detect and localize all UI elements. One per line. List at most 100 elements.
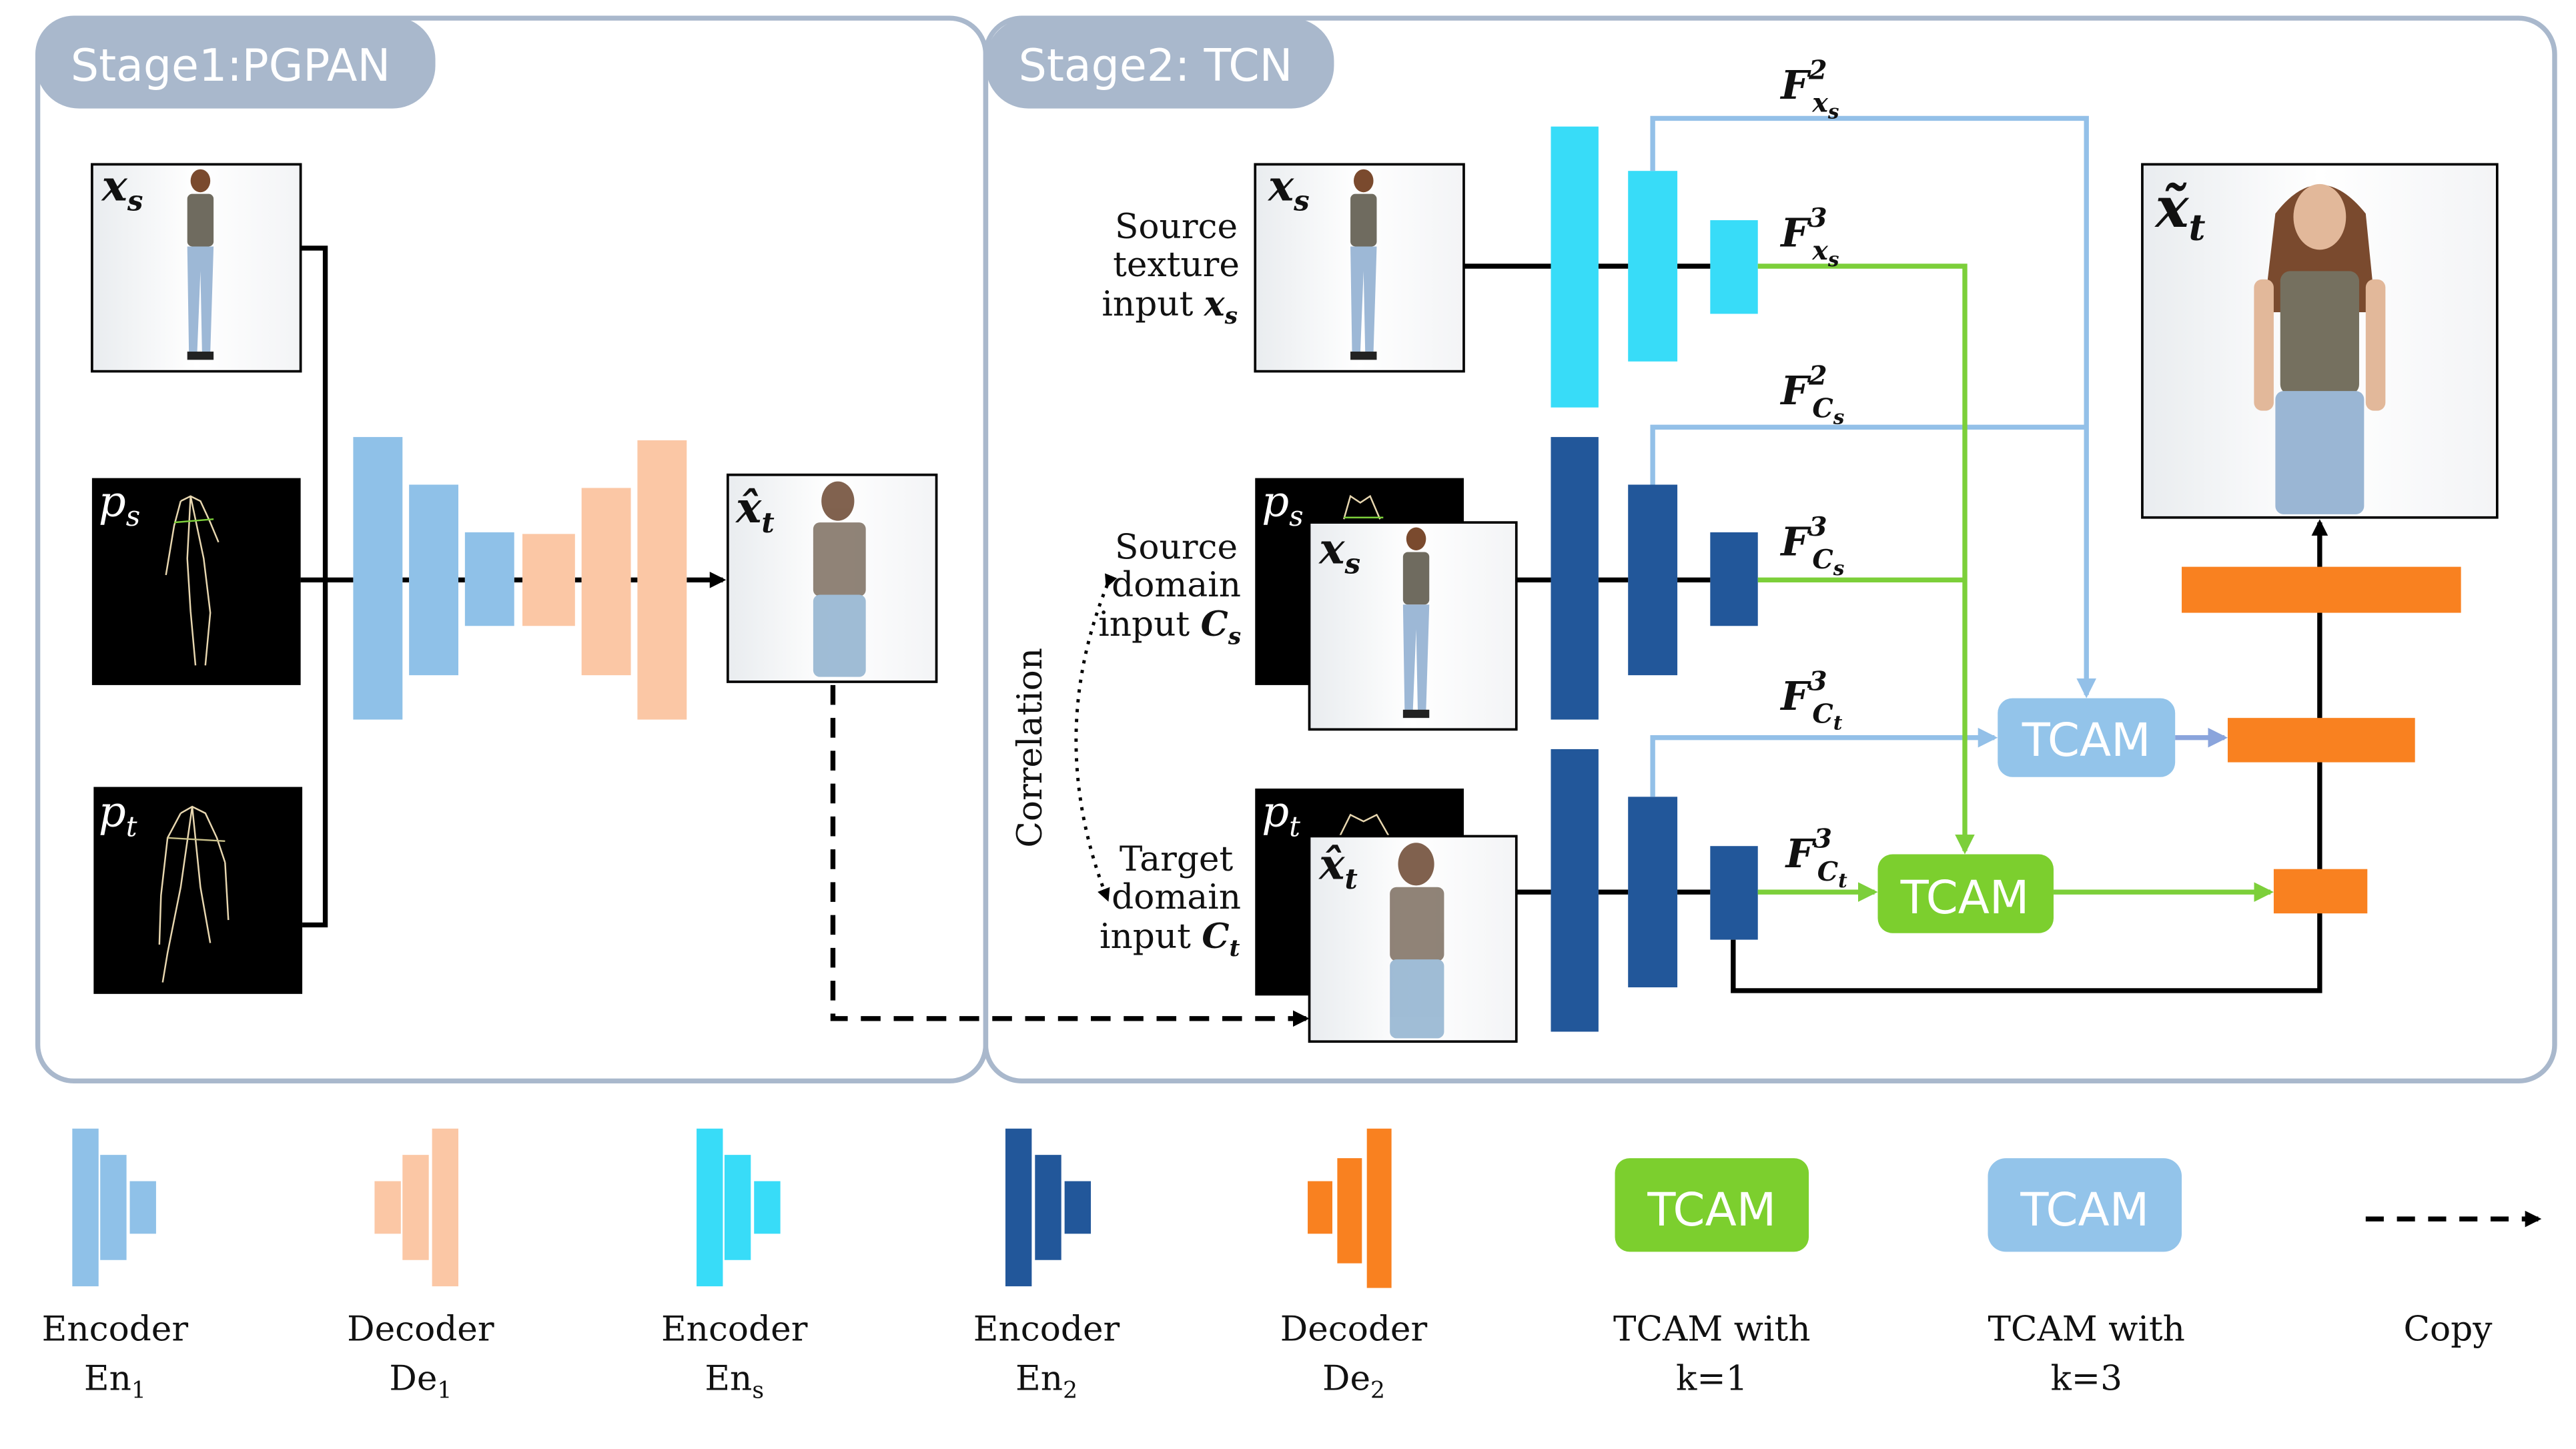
encoder-en1-icon — [72, 1128, 156, 1287]
svg-text:Encoder: Encoder — [42, 1309, 189, 1349]
legend-item-copy: Copy — [2365, 1210, 2542, 1349]
svg-text:xs: xs — [1267, 161, 1310, 217]
pose-skeleton-icon — [1343, 494, 1384, 520]
svg-text:Source: Source — [1115, 207, 1238, 247]
stage1-ps-label: ps — [99, 477, 140, 532]
svg-text:Target: Target — [1120, 839, 1234, 879]
person-figure-icon — [2254, 183, 2386, 514]
person-figure-icon — [1402, 527, 1430, 718]
svg-text:k=1: k=1 — [1676, 1358, 1748, 1398]
svg-text:input Ct: input Ct — [1100, 916, 1240, 962]
source-texture-image: xs — [1254, 161, 1465, 373]
encoder-en2-target — [1551, 749, 1758, 1032]
svg-text:input xs: input xs — [1102, 284, 1238, 330]
tcam-k1-icon — [1615, 1158, 1809, 1252]
legend-item-ens: Encoder Ens — [661, 1128, 808, 1404]
encoder-ens-layer — [1551, 126, 1599, 408]
legend: Encoder En1 Decoder De1 Encoder Ens Enco… — [42, 1128, 2542, 1404]
encoder-en2-icon — [1005, 1128, 1092, 1287]
svg-text:En1: En1 — [84, 1358, 146, 1404]
stage1-xs-label: xs — [101, 161, 143, 217]
legend-item-tcam-k3: TCAM TCAM with k=3 — [1988, 1158, 2185, 1398]
legend-item-de1: Decoder De1 — [347, 1128, 494, 1404]
svg-text:ps: ps — [1262, 477, 1303, 532]
encoder-en2-layer — [1628, 484, 1678, 676]
stage2-output-image: x̃t — [2141, 163, 2499, 519]
feature-lines-blue — [1650, 115, 2096, 797]
stage1-source-pose: ps — [91, 477, 301, 685]
legend-item-en2: Encoder En2 — [973, 1128, 1120, 1404]
source-domain-stack: ps xs — [1255, 477, 1518, 731]
svg-text:Encoder: Encoder — [973, 1309, 1120, 1349]
svg-text:Decoder: Decoder — [1280, 1309, 1428, 1349]
svg-text:TCAM with: TCAM with — [1988, 1309, 2185, 1349]
decoder-de1 — [522, 440, 687, 720]
svg-text:En2: En2 — [1015, 1358, 1078, 1404]
stage1-source-image: xs — [91, 161, 302, 373]
decoder-de1-layer — [581, 488, 631, 676]
encoder-en2-source — [1551, 437, 1758, 720]
decoder-de2-layer — [2182, 566, 2461, 613]
svg-text:TCAM: TCAM — [1647, 1183, 1776, 1237]
decoder-de1-layer — [637, 440, 687, 720]
target-domain-stack: pt x̂t — [1255, 788, 1518, 1043]
svg-text:TCAM: TCAM — [1900, 871, 2030, 925]
encoder-ens-layer — [1628, 171, 1678, 362]
svg-text:Decoder: Decoder — [347, 1309, 494, 1349]
decoder-de1-layer — [522, 534, 575, 626]
encoder-en2-layer — [1551, 437, 1599, 720]
encoder-ens — [1551, 126, 1758, 408]
person-figure-icon — [187, 169, 214, 360]
decoder-de2-icon — [1308, 1128, 1392, 1288]
encoder-en2-layer — [1710, 532, 1758, 626]
svg-text:TCAM with: TCAM with — [1613, 1309, 1811, 1349]
encoder-en1-layer — [464, 532, 514, 626]
encoder-en1-layer — [409, 484, 459, 676]
decoder-de2 — [2182, 566, 2461, 914]
svg-text:input Cs: input Cs — [1098, 604, 1241, 650]
legend-item-tcam-k1: TCAM TCAM with k=1 — [1613, 1158, 1811, 1398]
stage1-title-pill — [36, 16, 436, 109]
decoder-de2-layer — [2227, 718, 2415, 763]
svg-text:TCAM: TCAM — [2022, 714, 2151, 767]
legend-item-de2: Decoder De2 — [1280, 1128, 1428, 1404]
svg-text:x̂t: x̂t — [1318, 839, 1358, 895]
person-figure-icon — [1350, 169, 1377, 360]
source-domain-label: Source domain input Cs — [1098, 527, 1241, 650]
svg-text:Copy: Copy — [2403, 1309, 2493, 1349]
copy-dashed-arrow — [830, 684, 1310, 1027]
svg-text:domain: domain — [1112, 565, 1241, 605]
svg-text:pt: pt — [1262, 788, 1300, 843]
encoder-ens-icon — [697, 1128, 781, 1287]
person-blurry-icon — [1390, 843, 1444, 1039]
encoder-en1-layer — [353, 437, 403, 720]
pose-skeleton-icon — [158, 805, 230, 983]
encoder-en2-layer — [1628, 797, 1678, 987]
svg-text:k=3: k=3 — [2050, 1358, 2122, 1398]
pose-skeleton-icon — [1338, 813, 1391, 839]
correlation-dotted-arrow — [1074, 573, 1118, 902]
person-blurry-icon — [813, 481, 866, 677]
svg-text:TCAM: TCAM — [2020, 1183, 2149, 1237]
fcs2-line — [1650, 424, 2087, 485]
fxs3-line — [1757, 264, 1975, 855]
encoder-en1 — [353, 437, 514, 720]
stage1-target-pose: pt — [93, 787, 303, 994]
stage1-connectors — [300, 246, 727, 928]
stage2-xtilde-label: x̃t — [2154, 174, 2206, 249]
svg-text:Encoder: Encoder — [661, 1309, 808, 1349]
tcam-k1-block: TCAM — [1877, 854, 2054, 933]
target-domain-label: Target domain input Ct — [1100, 839, 1241, 962]
decoder-de2-layer — [2273, 869, 2368, 914]
svg-text:domain: domain — [1112, 877, 1241, 917]
stage1-pt-label: pt — [99, 788, 137, 843]
fct3-blue-line — [1650, 727, 1998, 797]
